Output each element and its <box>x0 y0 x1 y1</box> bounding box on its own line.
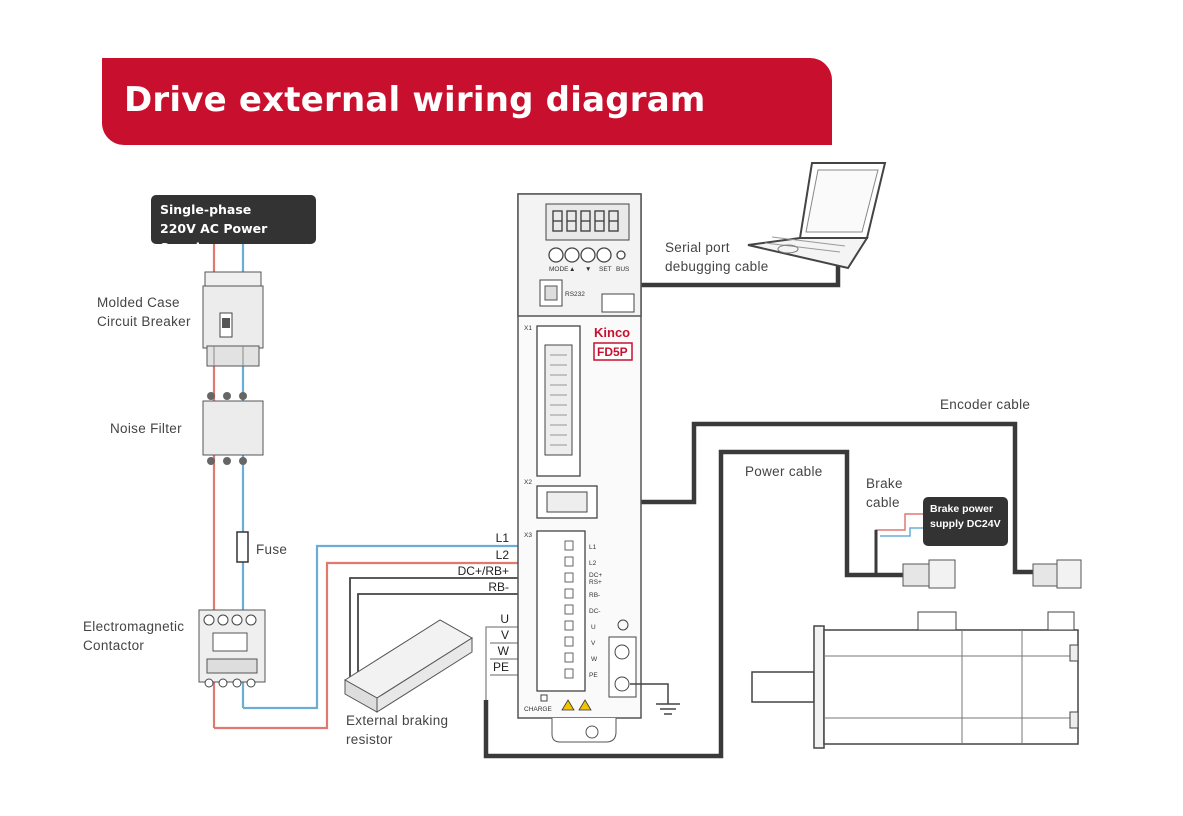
wire-label-dc-rb: DC+/RB+ <box>458 564 509 578</box>
power-cable <box>483 449 905 759</box>
servo-motor <box>751 611 1079 749</box>
brake-supply-box: Brake power supply DC24V <box>923 497 1008 546</box>
braking-resistor <box>344 619 473 713</box>
brake-cable-label-line1: Brake <box>866 476 903 491</box>
seven-segment-display <box>552 210 619 232</box>
button-label-bus: BUS <box>616 266 630 273</box>
rs232-label: RS232 <box>565 291 585 298</box>
x3-terminal-w: W <box>591 656 598 663</box>
page-title: Drive external wiring diagram <box>124 80 706 120</box>
x3-terminal-l2: L2 <box>589 560 597 567</box>
servo-drive: MODE ▲ ▼ SET BUS RS232 X1 Kinco FD5P X2 … <box>517 193 642 743</box>
brake-supply-line1: Brake power <box>930 503 994 515</box>
encoder-connector <box>1032 559 1082 589</box>
wire-label-l1: L1 <box>496 531 510 545</box>
x3-terminal-rs-plus: RS+ <box>589 579 602 586</box>
x3-terminal-u: U <box>591 624 596 631</box>
button-label-set: SET <box>599 266 612 273</box>
wire-labels: L1 L2 DC+/RB+ RB- U V W PE <box>458 531 510 674</box>
noise-filter-label: Noise Filter <box>110 421 182 436</box>
serial-cable-label: Serial port debugging cable <box>665 238 769 276</box>
x3-terminal-pe: PE <box>589 672 598 679</box>
brand-logo: Kinco <box>594 325 630 340</box>
resistor-label-line2: resistor <box>346 732 393 747</box>
noise-filter <box>202 392 264 465</box>
earth-ground-icon <box>630 683 680 715</box>
brake-supply-line2: supply DC24V <box>930 518 1001 530</box>
fuse-label: Fuse <box>256 542 288 557</box>
charge-label: CHARGE <box>524 706 552 713</box>
button-label-up: ▲ <box>569 266 575 273</box>
x3-terminal-l1: L1 <box>589 544 597 551</box>
power-supply-line2: 220V AC Power Supply <box>160 221 268 255</box>
circuit-breaker <box>202 271 264 367</box>
set-button <box>596 247 612 263</box>
encoder-cable-label: Encoder cable <box>940 397 1031 412</box>
brake-cable-label: Brake cable <box>866 474 903 512</box>
x2-label: X2 <box>524 479 532 486</box>
title-banner: Drive external wiring diagram <box>102 58 832 145</box>
laptop-icon <box>747 162 887 270</box>
x3-terminal-dc-plus: DC+ <box>589 572 602 579</box>
mode-button <box>548 247 564 263</box>
button-label-mode: MODE <box>549 266 569 273</box>
resistor-label: External braking resistor <box>346 711 448 749</box>
power-cable-label: Power cable <box>745 464 823 479</box>
x1-label: X1 <box>524 325 532 332</box>
wire-label-u: U <box>500 612 509 626</box>
wire-label-w: W <box>498 644 510 658</box>
brake-cable-label-line2: cable <box>866 495 900 510</box>
brake-wires <box>874 513 923 574</box>
up-button <box>564 247 580 263</box>
power-connector <box>902 559 956 589</box>
button-label-down: ▼ <box>585 266 591 273</box>
encoder-cable <box>598 421 1035 575</box>
power-supply-box: Single-phase 220V AC Power Supply <box>151 195 316 255</box>
down-button <box>580 247 596 263</box>
contactor-label: Electromagnetic Contactor <box>83 617 184 655</box>
contactor-label-line2: Contactor <box>83 638 145 653</box>
warning-icon <box>561 699 575 711</box>
x3-label: X3 <box>524 532 532 539</box>
power-supply-line1: Single-phase <box>160 202 252 217</box>
resistor-wires <box>349 577 570 690</box>
wire-label-pe: PE <box>493 660 509 674</box>
breaker-label-line1: Molded Case <box>97 295 180 310</box>
wire-label-l2: L2 <box>496 548 510 562</box>
wire-label-v: V <box>501 628 509 642</box>
breaker-label: Molded Case Circuit Breaker <box>97 293 191 331</box>
ground-symbol-icon <box>617 619 629 631</box>
serial-cable-label-line2: debugging cable <box>665 259 769 274</box>
model-label: FD5P <box>597 345 628 359</box>
contactor-label-line1: Electromagnetic <box>83 619 185 634</box>
bus-led <box>616 250 626 260</box>
keypad <box>548 247 626 263</box>
breaker-label-line2: Circuit Breaker <box>97 314 191 329</box>
fuse <box>236 531 249 563</box>
serial-cable-label-line1: Serial port <box>665 240 730 255</box>
x3-terminal-rb-minus: RB- <box>589 592 600 599</box>
contactor <box>198 609 266 688</box>
resistor-label-line1: External braking <box>346 713 449 728</box>
x3-terminal-dc-minus: DC- <box>589 608 601 615</box>
wire-label-rb-minus: RB- <box>488 580 509 594</box>
x3-terminal-v: V <box>591 640 596 647</box>
hazard-icon <box>578 699 592 711</box>
